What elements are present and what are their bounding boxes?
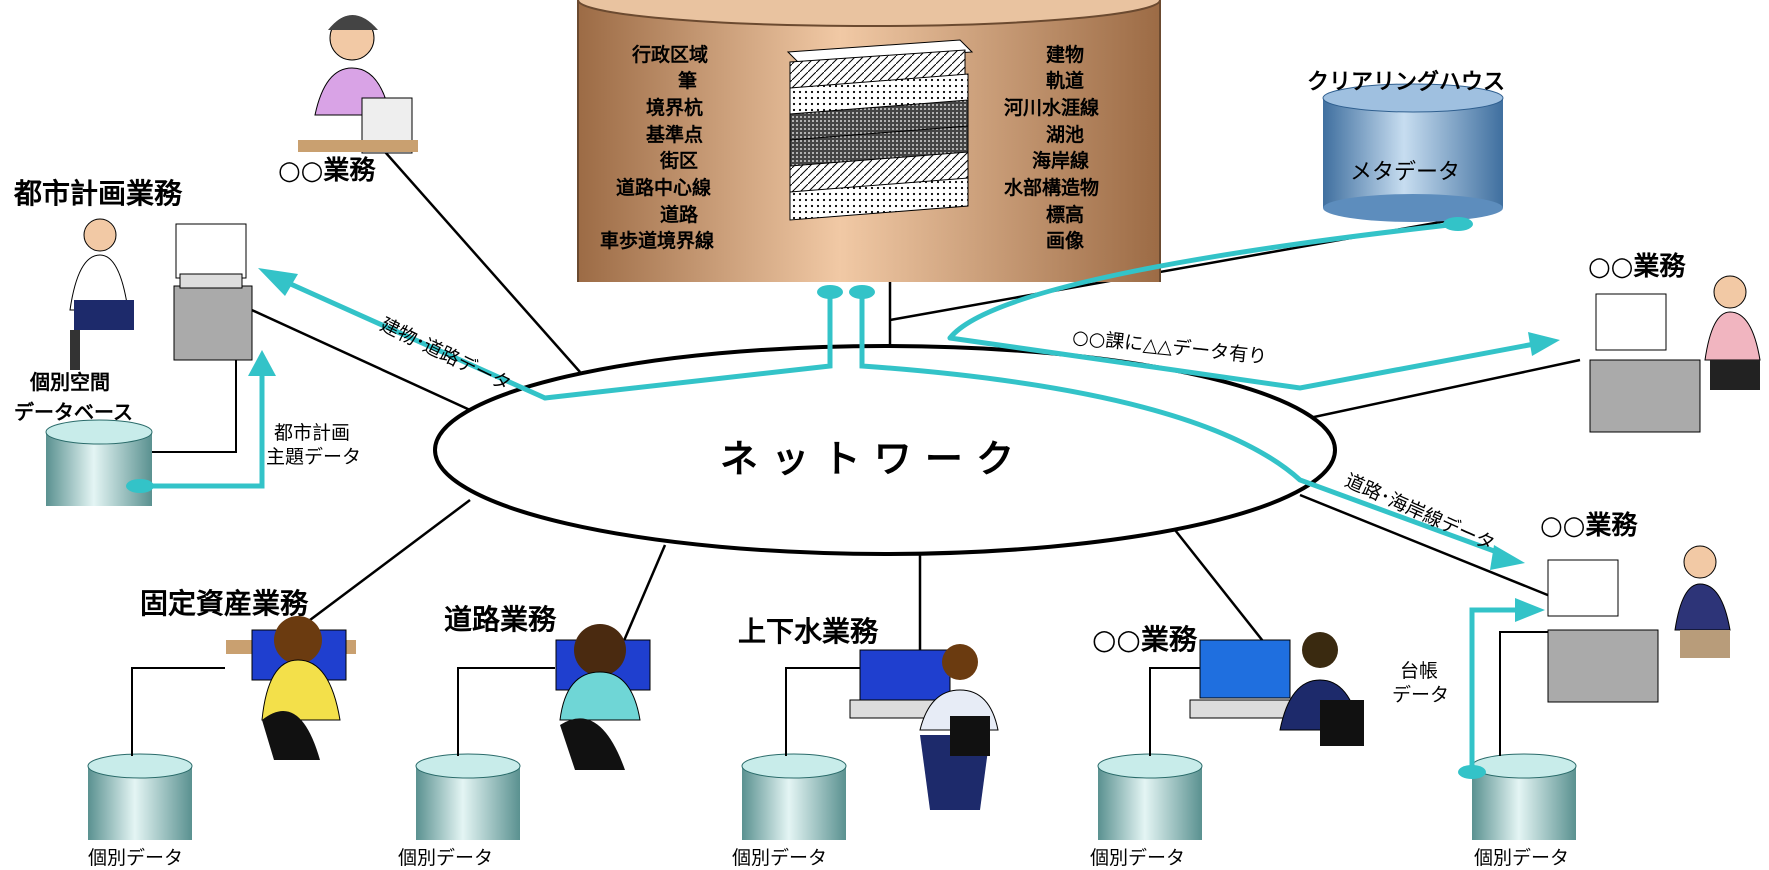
layer-label: 画像: [1046, 230, 1085, 252]
layer-label: 軌道: [1046, 70, 1085, 92]
layer-label: 水部構造物: [1004, 177, 1100, 199]
individual-spatial-db-label: データベース: [14, 400, 133, 424]
individual-db-cylinder-4: [1097, 753, 1203, 840]
layer-label: 境界杭: [646, 97, 704, 119]
city-theme-label: 主題データ: [266, 446, 362, 468]
worker-fixed-assets: [226, 616, 356, 760]
worker-water: [849, 644, 999, 810]
layer-label: 道路: [660, 204, 699, 226]
individual-data-label: 個別データ: [398, 847, 494, 869]
individual-db-cylinder-3: [741, 753, 847, 840]
worker-right-lower: [1547, 545, 1731, 703]
worker-city-planning: [69, 218, 253, 370]
ledger-label: データ: [1392, 684, 1450, 706]
individual-data-label: 個別データ: [1474, 847, 1570, 869]
individual-db-cylinder-2: [415, 753, 521, 840]
dept-water: 上下水業務: [738, 615, 879, 648]
dept-right-lower: ○○業務: [1540, 511, 1638, 541]
individual-db-cylinder-1: [87, 753, 193, 840]
worker-right-upper: [1589, 275, 1761, 433]
city-planning-db-cylinder: [45, 419, 153, 506]
network-label: ネ ッ ト ワ ー ク: [720, 437, 1015, 481]
flow-endpoints: [126, 217, 1486, 779]
shared-spatial-database: [577, 0, 1161, 282]
individual-db-cylinder-5: [1471, 753, 1577, 840]
ledger-label: 台帳: [1400, 660, 1439, 682]
dept-top-left: ○○業務: [278, 156, 376, 186]
dept-city-planning: 都市計画業務: [14, 177, 183, 210]
individual-data-label: 個別データ: [1090, 847, 1186, 869]
metadata-label: メタデータ: [1350, 160, 1461, 185]
layer-label: 湖池: [1046, 124, 1085, 146]
worker-top-left: [298, 15, 418, 154]
layer-label: 河川水涯線: [1004, 97, 1100, 119]
flow-arrowheads: [248, 268, 1560, 622]
layer-label: 街区: [660, 150, 699, 172]
city-theme-label: 都市計画: [274, 422, 351, 444]
layer-label: 基準点: [646, 124, 704, 146]
dept-roads: 道路業務: [444, 603, 557, 636]
layer-label: 海岸線: [1032, 150, 1090, 172]
layer-label: 建物: [1046, 44, 1085, 66]
dept-fixed-assets: 固定資産業務: [140, 587, 309, 620]
clearing-house-title: クリアリングハウス: [1307, 70, 1506, 95]
data-flow-lines: [137, 221, 1548, 775]
dept-bottom-other: ○○業務: [1092, 623, 1197, 656]
individual-data-label: 個別データ: [88, 847, 184, 869]
layer-label: 道路中心線: [616, 177, 712, 199]
map-layer-stack: [786, 39, 974, 221]
individual-spatial-db-label: 個別空間: [30, 370, 110, 394]
worker-roads: [555, 624, 651, 770]
individual-data-label: 個別データ: [732, 847, 828, 869]
layer-label: 標高: [1046, 204, 1085, 226]
layer-label: 筆: [678, 70, 698, 92]
metadata-cylinder: [1322, 83, 1504, 222]
dept-right-upper: ○○業務: [1588, 252, 1686, 282]
layer-label: 車歩道境界線: [600, 230, 715, 252]
layer-label: 行政区域: [632, 44, 709, 66]
worker-bottom-other: [1189, 632, 1364, 746]
